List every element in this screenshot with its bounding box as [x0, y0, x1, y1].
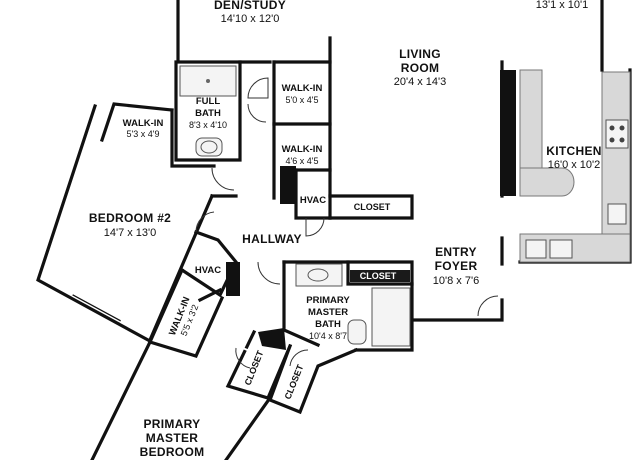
top-right-room-dims: 13'1 x 10'1: [536, 0, 589, 11]
full-bath-name-1: FULL: [196, 96, 220, 107]
bedroom-2-dims: 14'7 x 13'0: [104, 227, 157, 239]
walk-in-1-dims: 5'0 x 4'5: [286, 95, 319, 105]
closet-2-name: CLOSET: [360, 271, 397, 281]
windows: [71, 294, 253, 353]
entry-foyer-name-2: FOYER: [435, 259, 478, 273]
den-study-name: DEN/STUDY: [214, 0, 286, 12]
primary-bath-name-3: BATH: [315, 319, 341, 330]
closet-3-name: CLOSET: [243, 349, 266, 387]
full-bath-dims: 8'3 x 4'10: [189, 120, 227, 130]
closet-1-name: CLOSET: [354, 202, 391, 212]
hallway-name: HALLWAY: [242, 232, 302, 246]
living-room-name-2: ROOM: [401, 61, 440, 75]
room-labels: DEN/STUDY 14'10 x 12'0 13'1 x 10'1 LIVIN…: [89, 0, 602, 459]
primary-bedroom-name-3: BEDROOM: [140, 445, 205, 459]
primary-bath-name-1: PRIMARY: [306, 295, 350, 306]
walk-in-1-name: WALK-IN: [282, 83, 323, 94]
living-room-name-1: LIVING: [399, 47, 441, 61]
hvac-2-name: HVAC: [195, 265, 221, 276]
kitchen-name: KITCHEN: [546, 144, 601, 158]
walk-in-2-name: WALK-IN: [282, 144, 323, 155]
walk-in-bedroom2-dims: 5'3 x 4'9: [127, 129, 160, 139]
primary-bedroom-name-1: PRIMARY: [144, 417, 201, 431]
entry-foyer-dims: 10'8 x 7'6: [433, 275, 479, 287]
walk-in-2-dims: 4'6 x 4'5: [286, 156, 319, 166]
bedroom-2-name: BEDROOM #2: [89, 211, 171, 225]
fixtures: [179, 65, 411, 347]
den-study-dims: 14'10 x 12'0: [221, 13, 280, 25]
hvac-1-name: HVAC: [300, 195, 326, 206]
entry-foyer-name-1: ENTRY: [435, 245, 477, 259]
wall-accents: [226, 70, 516, 350]
closet-4-name: CLOSET: [283, 363, 306, 401]
full-bath-name-2: BATH: [195, 108, 221, 119]
kitchen-counters: [519, 69, 631, 263]
primary-bedroom-name-2: MASTER: [146, 431, 198, 445]
walk-in-bedroom2-name: WALK-IN: [123, 118, 164, 129]
primary-bath-name-2: MASTER: [308, 307, 348, 318]
primary-bath-dims: 10'4 x 8'7: [309, 331, 347, 341]
living-room-dims: 20'4 x 14'3: [394, 76, 447, 88]
door-swings: [195, 77, 499, 369]
kitchen-dims: 16'0 x 10'2: [548, 159, 601, 171]
